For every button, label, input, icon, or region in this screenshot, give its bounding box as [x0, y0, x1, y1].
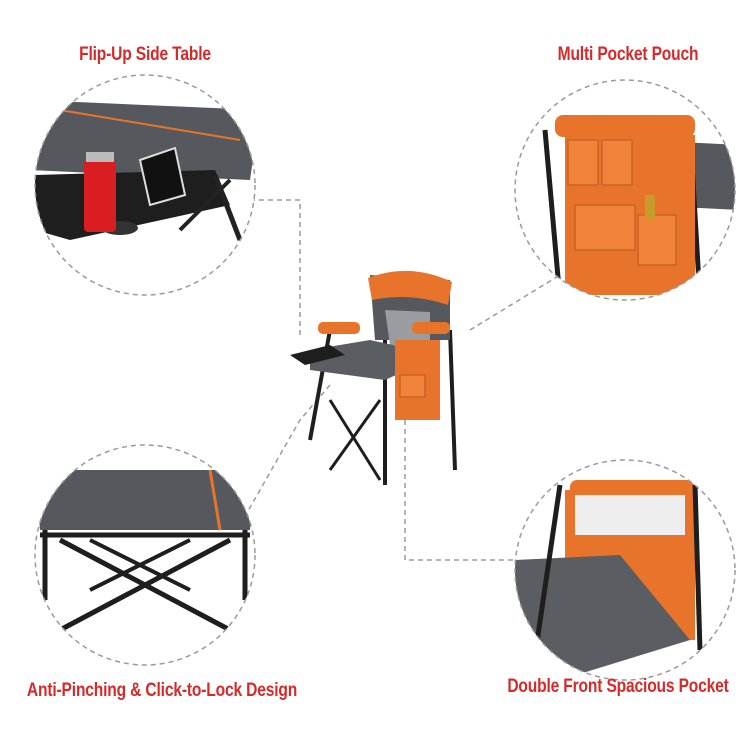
side-table-detail-image [34, 74, 256, 296]
camping-chair-image [290, 270, 457, 485]
callout-flip-up-side-table: Flip-Up Side Table [79, 44, 211, 65]
callout-double-front-pocket: Double Front Spacious Pocket [507, 676, 729, 697]
pouch-detail-image [514, 79, 736, 301]
frame-detail-image [34, 444, 256, 666]
callout-multi-pocket-pouch: Multi Pocket Pouch [557, 44, 699, 65]
connector-lines [239, 199, 561, 561]
callout-anti-pinching-design: Anti-Pinching & Click-to-Lock Design [26, 680, 298, 701]
front-pocket-detail-image [514, 459, 736, 681]
